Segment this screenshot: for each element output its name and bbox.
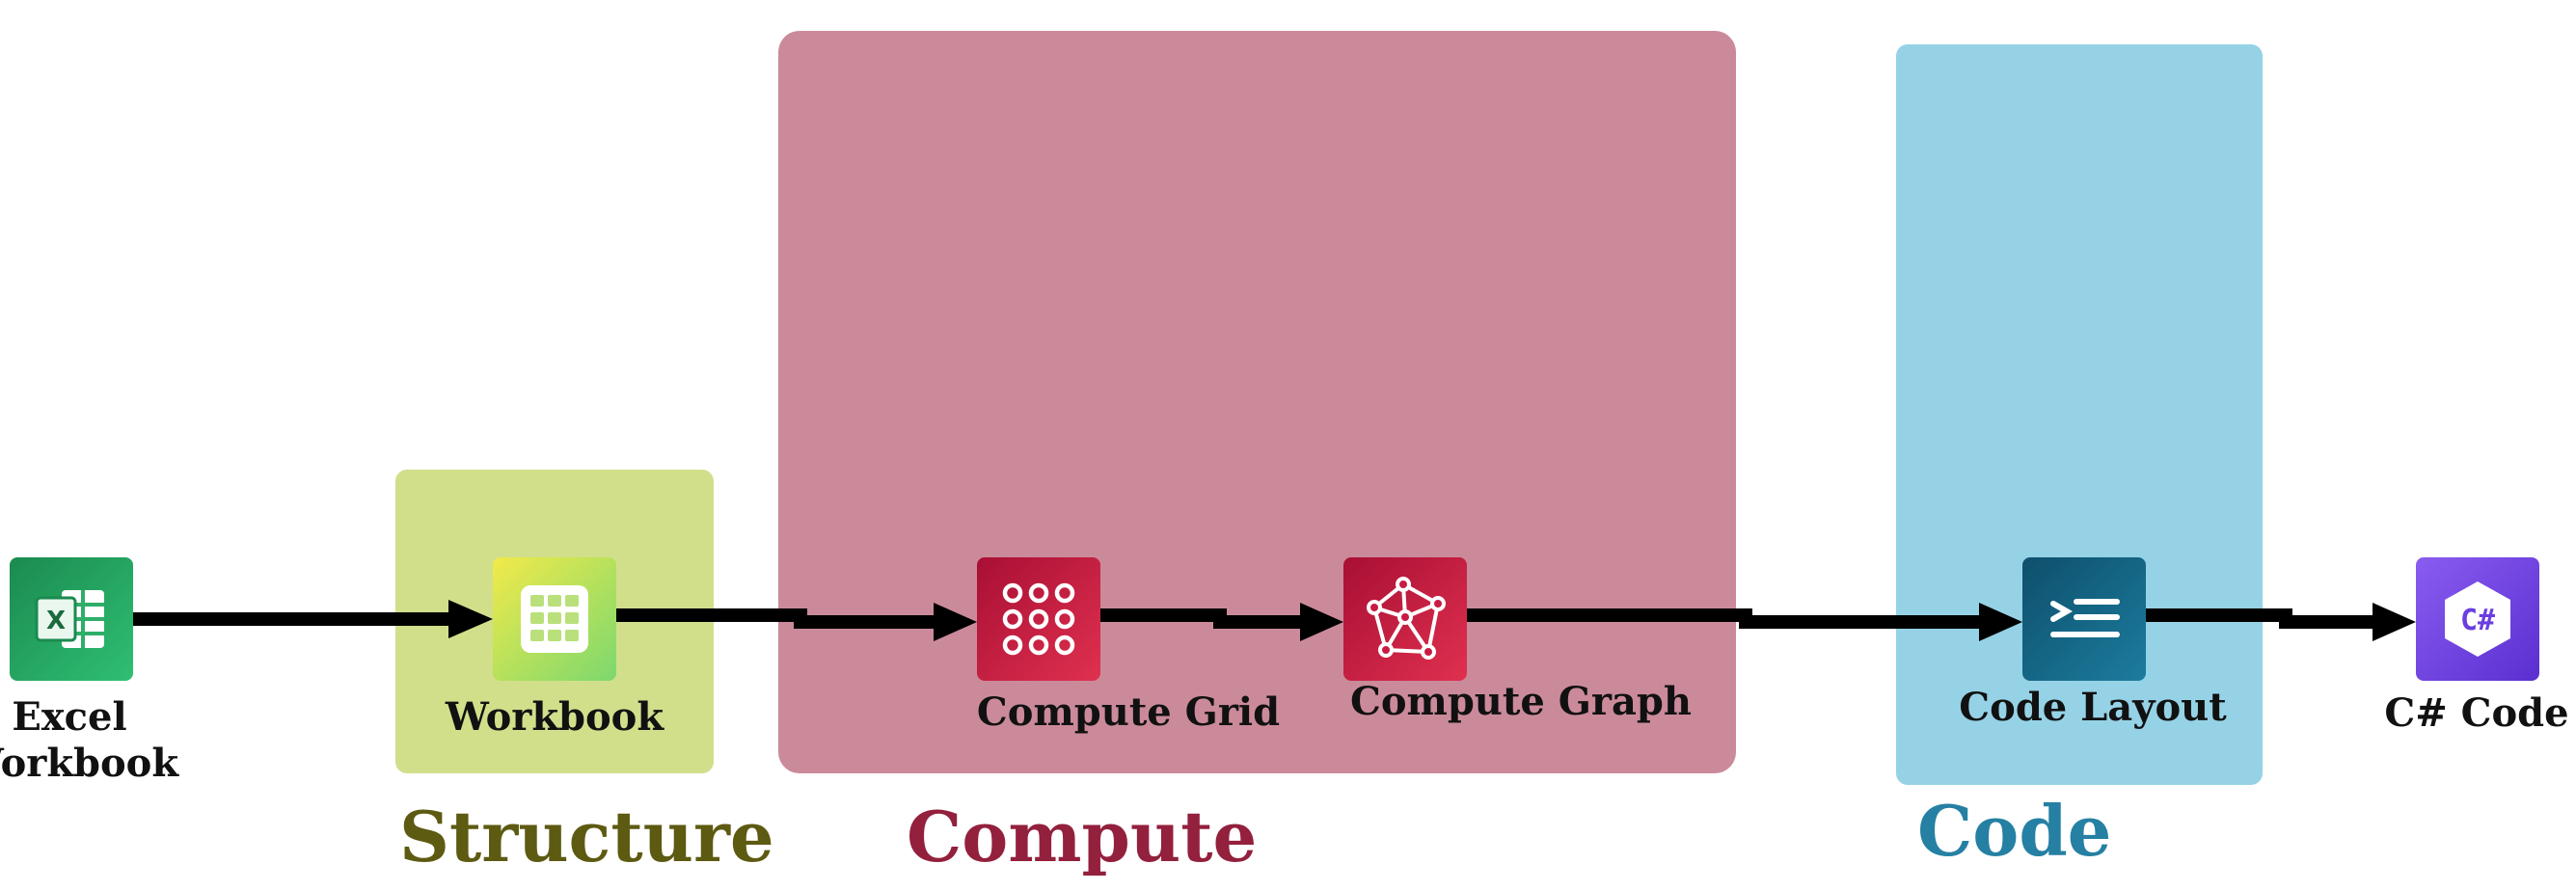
excel-icon: X [10, 557, 133, 681]
arrowhead-compute-grid [934, 603, 977, 641]
excel-workbook-label: Excel Workbook [0, 694, 204, 787]
dot-grid-icon [977, 557, 1100, 681]
svg-text:X: X [46, 607, 66, 635]
csharp-icon: C# [2416, 557, 2539, 681]
compute-graph-label: Compute Graph [1350, 679, 1692, 724]
code-layout-icon [2022, 557, 2146, 681]
arrow-code-layout-to-csharp [2146, 608, 2373, 629]
code-zone-title: Code [1917, 790, 2112, 872]
excel-label-line1: Excel [12, 694, 127, 740]
csharp-icon-text: C# [2460, 604, 2495, 637]
csharp-code-label: C# Code [2384, 690, 2569, 736]
structure-zone-title: Structure [399, 796, 774, 878]
table-grid-icon [493, 557, 616, 681]
arrow-compute-graph-to-code-layout [1467, 608, 1979, 629]
arrow-compute-grid-to-compute-graph [1100, 608, 1300, 629]
code-layout-label: Code Layout [1959, 685, 2227, 730]
workbook-label: Workbook [445, 694, 664, 740]
compute-zone-title: Compute [907, 796, 1258, 878]
compute-zone [778, 31, 1736, 773]
arrow-workbook-to-compute-grid [616, 608, 934, 629]
compute-grid-label: Compute Grid [976, 689, 1281, 735]
arrowhead-csharp [2373, 603, 2416, 641]
arrowhead-workbook [448, 600, 493, 638]
arrowhead-compute-graph [1300, 603, 1343, 641]
arrowhead-code-layout [1979, 603, 2022, 641]
network-graph-icon [1343, 557, 1467, 681]
excel-label-line2: Workbook [0, 741, 179, 786]
